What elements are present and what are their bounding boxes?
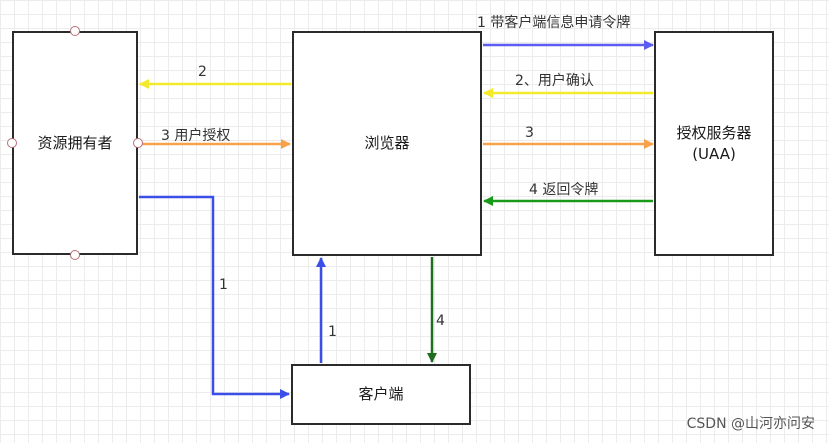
auth-server-label: 授权服务器 [676, 124, 752, 143]
owner-bottom-handle-icon [70, 250, 80, 260]
edge-label-3-right: 3 [525, 125, 534, 141]
client-node: 客户端 [291, 364, 471, 425]
edge-owner-to-client-1 [139, 195, 290, 399]
edge-label-1-client-browser: 1 [328, 324, 337, 340]
owner-left-handle-icon [7, 138, 17, 148]
auth-server-node: 授权服务器 (UAA) [654, 31, 774, 256]
edge-label-return-token: 4 返回令牌 [529, 182, 599, 198]
auth-server-sublabel: (UAA) [692, 144, 736, 163]
resource-owner-label: 资源拥有者 [37, 133, 113, 152]
edge-label-2-left: 2 [198, 64, 207, 80]
browser-label: 浏览器 [364, 134, 410, 153]
edge-label-user-authorize: 3 用户授权 [161, 128, 231, 144]
client-label: 客户端 [358, 385, 404, 404]
edge-label-4-browser-client: 4 [436, 313, 445, 329]
watermark: CSDN @山河亦问安 [686, 416, 815, 432]
resource-owner-node: 资源拥有者 [12, 31, 138, 255]
edge-label-user-confirm: 2、用户确认 [515, 73, 594, 89]
owner-top-handle-icon [70, 26, 80, 36]
owner-right-handle-icon [133, 138, 143, 148]
edge-label-1-owner-client: 1 [219, 277, 228, 293]
browser-node: 浏览器 [292, 31, 482, 256]
edge-label-request-token: 1 带客户端信息申请令牌 [477, 15, 631, 31]
